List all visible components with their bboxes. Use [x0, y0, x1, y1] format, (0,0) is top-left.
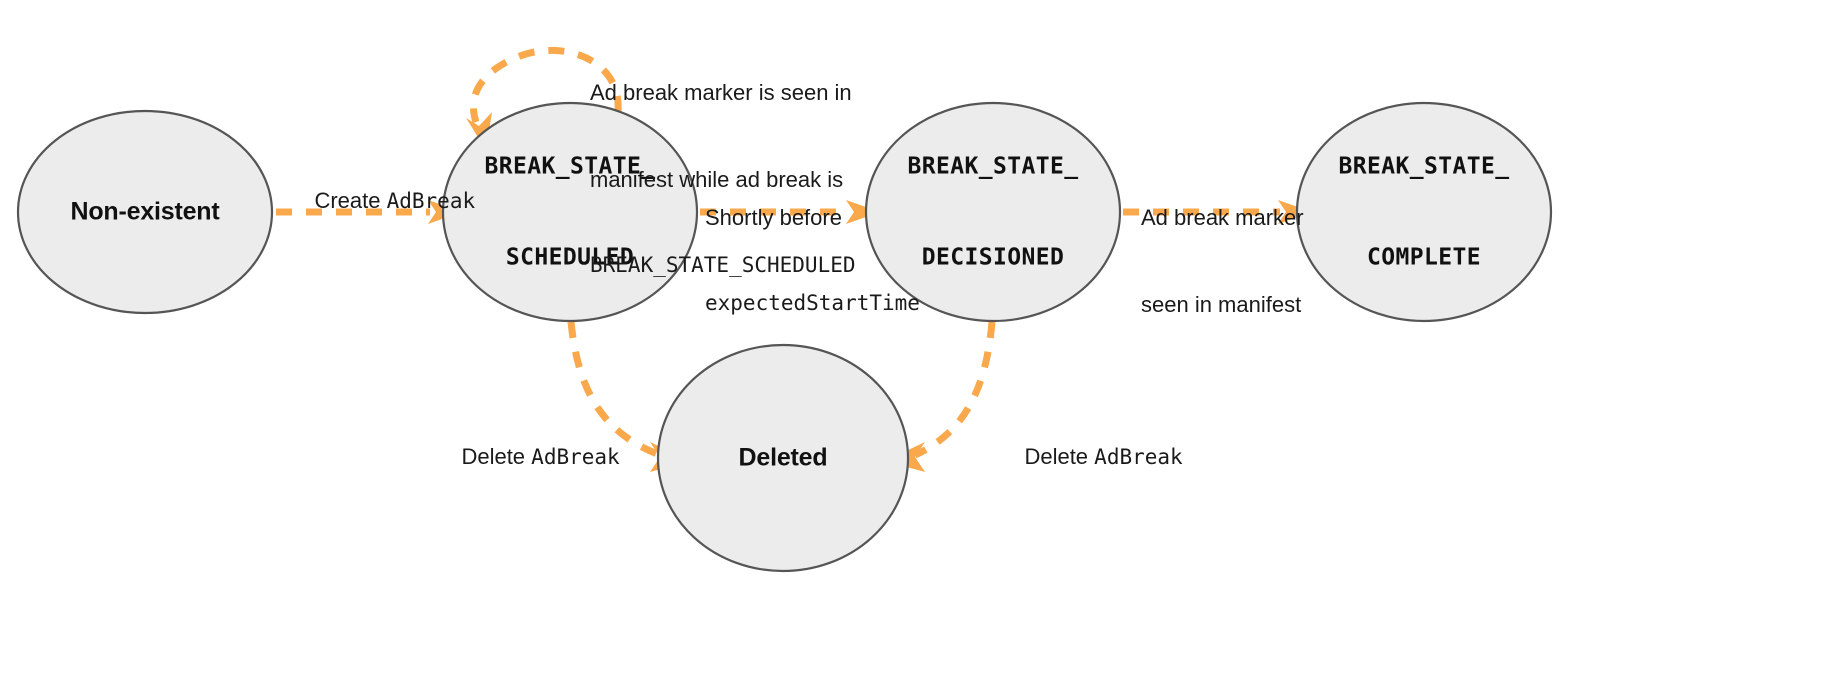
- node-label-line-1: BREAK_STATE_: [1338, 153, 1510, 180]
- edge-label-line-1: Shortly before: [705, 205, 842, 231]
- edge-label-line-1: Ad break marker is seen in: [590, 80, 852, 106]
- edge-label-line-3-code: BREAK_STATE_SCHEDULED: [590, 253, 856, 278]
- edge-label-decisioned-to-complete: Ad break marker seen in manifest: [1141, 145, 1304, 377]
- edge-label-create-adbreak: Create AdBreak: [290, 157, 475, 245]
- node-non-existent[interactable]: [16, 109, 274, 315]
- node-label-deleted: Deleted: [738, 443, 828, 472]
- edge-label-decisioned-to-deleted: Delete AdBreak: [1000, 413, 1183, 501]
- edge-label-text: Delete: [461, 444, 532, 470]
- edge-label-text: Delete: [1024, 444, 1095, 470]
- arrowhead-decisioned-to-complete: [1278, 200, 1312, 224]
- edge-label-code: AdBreak: [531, 445, 620, 470]
- node-break-state-decisioned[interactable]: [864, 101, 1122, 323]
- edge-label-line-1: Ad break marker: [1141, 205, 1304, 231]
- node-label-break-state-scheduled: BREAK_STATE_ SCHEDULED: [485, 91, 656, 334]
- edge-label-line-2: manifest while ad break is: [590, 167, 844, 193]
- node-break-state-complete[interactable]: [1295, 101, 1553, 323]
- edge-label-scheduled-to-deleted: Delete AdBreak: [437, 413, 620, 501]
- edge-label-code: AdBreak: [1094, 445, 1183, 470]
- node-label-line-2: SCHEDULED: [505, 244, 635, 271]
- edge-label-scheduled-to-decisioned: Shortly before expectedStartTime: [705, 145, 920, 376]
- node-label-break-state-decisioned: BREAK_STATE_ DECISIONED: [908, 91, 1079, 334]
- node-label-line-1: BREAK_STATE_: [907, 153, 1079, 180]
- edge-decisioned-to-complete: [1123, 200, 1312, 224]
- edge-scheduled-to-decisioned: [700, 200, 880, 224]
- edge-label-code: AdBreak: [386, 189, 476, 214]
- node-deleted[interactable]: [656, 343, 910, 573]
- arrowhead-scheduled-to-decisioned: [846, 200, 880, 224]
- node-break-state-scheduled[interactable]: [441, 101, 699, 323]
- node-label-line-1: BREAK_STATE_: [484, 153, 656, 180]
- node-label-non-existent: Non-existent: [70, 197, 220, 226]
- node-label-line-2: COMPLETE: [1367, 244, 1481, 271]
- edge-label-text: Create: [314, 188, 387, 214]
- edge-label-line-2-code: expectedStartTime: [705, 291, 920, 316]
- node-label-line-2: DECISIONED: [921, 244, 1065, 271]
- node-label-break-state-complete: BREAK_STATE_ COMPLETE: [1339, 91, 1510, 334]
- edge-label-scheduled-self-loop: Ad break marker is seen in manifest whil…: [590, 20, 856, 338]
- edge-label-line-2: seen in manifest: [1141, 292, 1302, 318]
